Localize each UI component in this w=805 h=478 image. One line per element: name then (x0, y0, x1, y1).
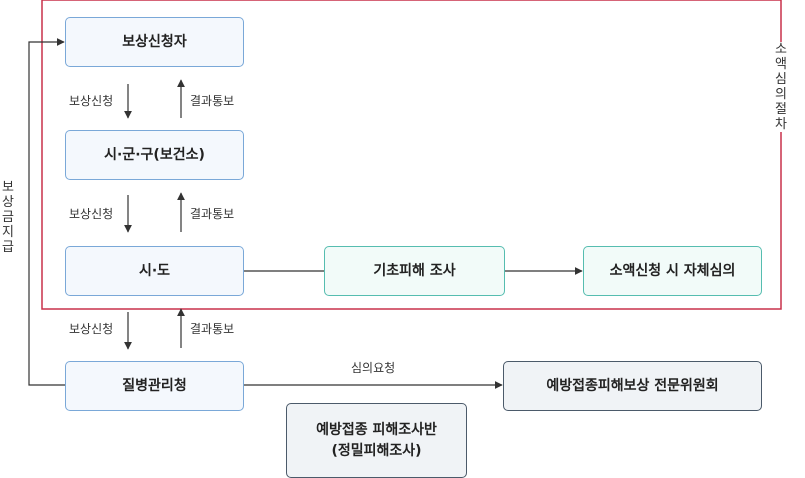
kdca-label: 질병관리청 (122, 377, 187, 394)
label-apply-1: 보상신청 (69, 94, 114, 108)
expert-committee-box: 예방접종피해보상 전문위원회 (503, 361, 762, 411)
label-result-3: 결과통보 (190, 322, 235, 336)
arrow-payment-to-applicant (28, 38, 65, 386)
expert-committee-label: 예방접종피해보상 전문위원회 (546, 377, 719, 394)
applicant-box: 보상신청자 (65, 17, 244, 67)
si-do-label: 시·도 (138, 262, 171, 279)
si-gun-gu-label: 시·군·구(보건소) (104, 146, 205, 163)
label-small-claim-procedure: 소액심의절차 (773, 42, 789, 132)
label-apply-3: 보상신청 (69, 322, 114, 336)
kdca-box: 질병관리청 (65, 361, 244, 411)
investigation-team-box: 예방접종 피해조사반 (정밀피해조사) (286, 403, 467, 478)
label-compensation-payment: 보상금지급 (0, 180, 16, 255)
label-review-request: 심의요청 (351, 361, 396, 375)
label-result-1: 결과통보 (190, 94, 235, 108)
si-do-box: 시·도 (65, 246, 244, 296)
small-claim-frame (41, 0, 782, 310)
basic-investigation-box: 기초피해 조사 (324, 246, 505, 296)
investigation-team-label-line2: (정밀피해조사) (331, 442, 422, 459)
label-apply-2: 보상신청 (69, 207, 114, 221)
si-gun-gu-box: 시·군·구(보건소) (65, 130, 244, 180)
small-claim-review-box: 소액신청 시 자체심의 (583, 246, 762, 296)
investigation-team-label-line1: 예방접종 피해조사반 (316, 422, 437, 439)
applicant-label: 보상신청자 (122, 33, 187, 50)
basic-investigation-label: 기초피해 조사 (373, 262, 456, 279)
label-result-2: 결과통보 (190, 207, 235, 221)
small-claim-review-label: 소액신청 시 자체심의 (609, 262, 736, 279)
